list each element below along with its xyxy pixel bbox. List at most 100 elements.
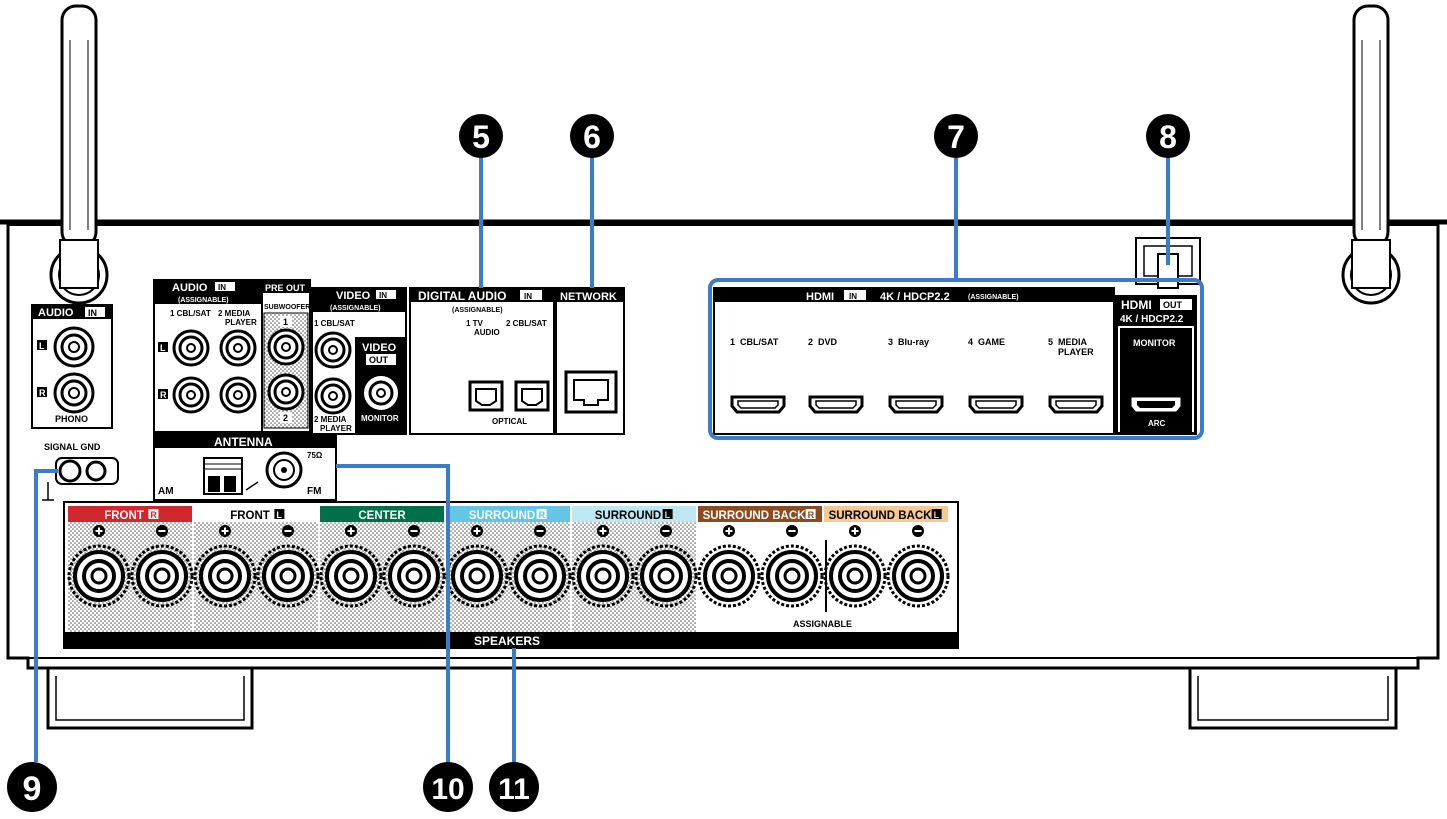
am-terminal[interactable] bbox=[203, 457, 259, 495]
digital-audio-sub: (ASSIGNABLE) bbox=[452, 307, 503, 314]
digital-audio-title-in: IN bbox=[524, 292, 532, 301]
antenna-fm-label: FM bbox=[307, 486, 321, 497]
phono-input-block: AUDIO IN L R PHONO bbox=[31, 304, 113, 429]
speaker-group-channel: L bbox=[934, 510, 940, 520]
callout-8: 8 bbox=[1146, 114, 1190, 158]
pre-out-title: PRE OUT bbox=[265, 283, 306, 293]
hdmi-out-title: HDMI bbox=[1121, 298, 1152, 312]
minus-terminal[interactable] bbox=[256, 525, 320, 608]
optical-port-2[interactable] bbox=[514, 380, 550, 412]
video-in-jack-1[interactable] bbox=[314, 331, 352, 369]
audio-in-ch1: 1 CBL/SAT bbox=[170, 309, 211, 318]
minus-terminal[interactable] bbox=[508, 525, 572, 608]
minus-terminal[interactable] bbox=[382, 525, 446, 608]
audio-in-jack-2l[interactable] bbox=[219, 329, 257, 367]
hdmi-in-port[interactable] bbox=[1048, 395, 1104, 414]
minus-terminal[interactable] bbox=[760, 525, 824, 608]
hdmi-in-port[interactable] bbox=[730, 395, 786, 414]
video-out-title: VIDEO bbox=[362, 342, 397, 354]
minus-terminal[interactable] bbox=[634, 525, 698, 608]
optical-port-1[interactable] bbox=[468, 380, 504, 412]
antenna-title: ANTENNA bbox=[214, 435, 273, 449]
signal-gnd-terminal[interactable]: SIGNAL GND bbox=[42, 442, 119, 501]
antenna-block: ANTENNA AM FM 75Ω bbox=[153, 433, 337, 501]
hdmi-in-label: 5 bbox=[1048, 337, 1053, 347]
plus-terminal[interactable] bbox=[823, 525, 887, 608]
pre-out-block: PRE OUT SUBWOOFER 1 2 bbox=[261, 279, 311, 433]
svg-text:7: 7 bbox=[947, 119, 965, 155]
subwoofer-jack-2[interactable] bbox=[267, 373, 305, 411]
hdmi-in-name: Blu-ray bbox=[898, 337, 929, 347]
network-block: NETWORK bbox=[555, 287, 625, 435]
hdmi-out-block: HDMI OUT 4K / HDCP2.2 MONITOR ARC bbox=[1115, 295, 1197, 435]
speaker-group-channel: R bbox=[808, 510, 815, 520]
phono-jack-l[interactable] bbox=[53, 326, 95, 368]
audio-in-jack-2r[interactable] bbox=[219, 376, 257, 414]
hdmi-in-label: 4 bbox=[968, 337, 973, 347]
speaker-group-5: SURROUND L bbox=[571, 506, 698, 632]
video-in-jack-2[interactable] bbox=[314, 377, 352, 415]
video-out-jack[interactable] bbox=[364, 376, 398, 410]
speaker-group-label: SURROUND bbox=[469, 510, 535, 522]
speaker-group-label: SURROUND BACK bbox=[703, 510, 807, 522]
callout-9: 9 bbox=[7, 762, 57, 812]
callout-10: 10 bbox=[423, 762, 473, 812]
plus-terminal[interactable] bbox=[697, 525, 761, 608]
callout-7: 7 bbox=[934, 114, 978, 158]
minus-terminal[interactable] bbox=[886, 525, 950, 608]
svg-text:5: 5 bbox=[472, 119, 490, 155]
pre-out-n2: 2 bbox=[283, 413, 288, 423]
pre-out-n1: 1 bbox=[283, 317, 288, 327]
plus-terminal[interactable] bbox=[571, 525, 635, 608]
hdmi-in-title: HDMI bbox=[806, 291, 834, 303]
audio-in-jack-1l[interactable] bbox=[172, 329, 210, 367]
hdmi-out-title-out: OUT bbox=[1163, 300, 1183, 310]
speaker-group-6: SURROUND BACK R bbox=[697, 506, 824, 632]
plus-terminal[interactable] bbox=[193, 525, 257, 608]
hdmi-in-port[interactable] bbox=[808, 395, 864, 414]
hdmi-out-port[interactable] bbox=[1131, 397, 1181, 412]
hdmi-in-sub: (ASSIGNABLE) bbox=[968, 294, 1019, 301]
audio-in-l: L bbox=[160, 343, 166, 353]
phono-jack-r[interactable] bbox=[53, 372, 95, 414]
audio-in-jack-1r[interactable] bbox=[172, 376, 210, 414]
audio-in-ch2b: PLAYER bbox=[225, 318, 257, 327]
subwoofer-jack-1[interactable] bbox=[267, 328, 305, 366]
audio-in-title-in: IN bbox=[218, 283, 226, 292]
hdmi-in-name: DVD bbox=[818, 337, 838, 347]
foot-left bbox=[46, 668, 254, 730]
chassis bbox=[0, 219, 1447, 730]
video-out-title-out: OUT bbox=[369, 355, 389, 365]
audio-in-block: AUDIO IN (ASSIGNABLE) 1 CBL/SAT 2 MEDIA … bbox=[153, 279, 263, 433]
callout-11: 11 bbox=[489, 762, 539, 812]
hdmi-out-title-4k: 4K / HDCP2.2 bbox=[1120, 314, 1184, 325]
phono-label: PHONO bbox=[55, 414, 88, 424]
video-in-ch1: 1 CBL/SAT bbox=[314, 319, 355, 328]
speaker-group-2: FRONT L bbox=[193, 506, 320, 632]
hdmi-in-title-in: IN bbox=[849, 292, 857, 301]
hdmi-in-port[interactable] bbox=[968, 395, 1024, 414]
optical-label: OPTICAL bbox=[492, 417, 527, 426]
plus-terminal[interactable] bbox=[67, 525, 131, 608]
antenna-am-label: AM bbox=[158, 486, 174, 497]
plus-terminal[interactable] bbox=[445, 525, 509, 608]
speaker-group-channel: R bbox=[539, 510, 546, 520]
ethernet-port[interactable] bbox=[564, 370, 618, 414]
fm-jack[interactable] bbox=[265, 451, 303, 489]
audio-in-r: R bbox=[160, 390, 167, 400]
assignable-label: ASSIGNABLE bbox=[793, 619, 852, 629]
audio-in-title: AUDIO bbox=[172, 282, 208, 294]
hdmi-out-label: MONITOR bbox=[1133, 338, 1176, 348]
plus-terminal[interactable] bbox=[319, 525, 383, 608]
digital-audio-title: DIGITAL AUDIO bbox=[418, 289, 506, 303]
foot-right bbox=[1188, 668, 1398, 730]
speaker-group-channel: L bbox=[276, 510, 282, 520]
hdmi-in-port[interactable] bbox=[888, 395, 944, 414]
digital-audio-ch2: 2 CBL/SAT bbox=[506, 319, 547, 328]
minus-terminal[interactable] bbox=[130, 525, 194, 608]
